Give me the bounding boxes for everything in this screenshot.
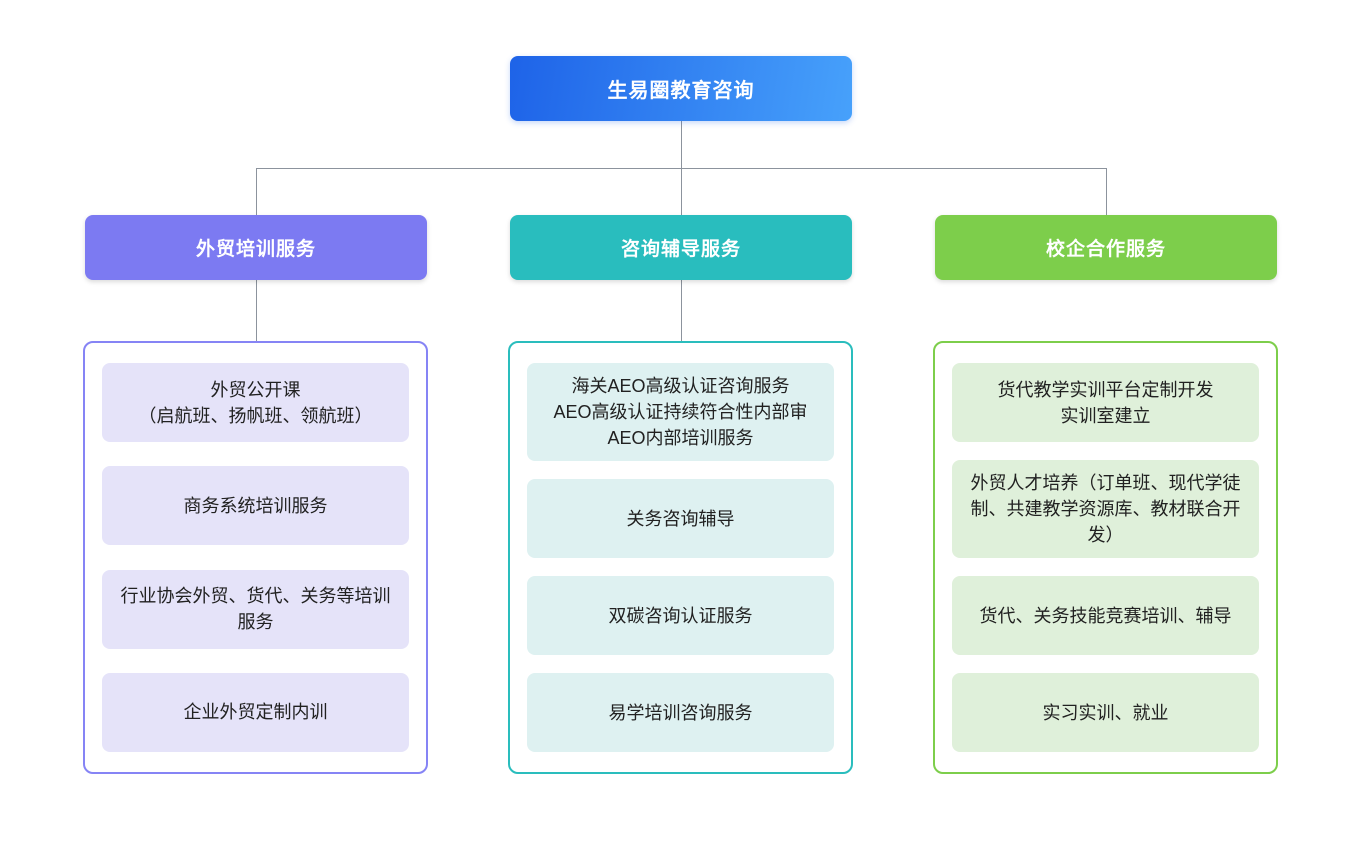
- node-card[interactable]: 商务系统培训服务: [102, 466, 409, 546]
- node-card[interactable]: 企业外贸定制内训: [102, 672, 409, 752]
- node-card[interactable]: 海关AEO高级认证咨询服务 AEO高级认证持续符合性内部审 AEO内部培训服务: [527, 363, 834, 461]
- node-card[interactable]: 双碳咨询认证服务: [527, 576, 834, 655]
- node-card[interactable]: 实习实训、就业: [952, 673, 1259, 752]
- connector-drop-branch-1: [256, 168, 257, 215]
- node-card[interactable]: 行业协会外贸、货代、关务等培训服务: [102, 569, 409, 649]
- branch-container-school-enterprise: 货代教学实训平台定制开发 实训室建立 外贸人才培养（订单班、现代学徒制、共建教学…: [933, 341, 1278, 774]
- branch-header-trade-training[interactable]: 外贸培训服务: [85, 215, 427, 280]
- node-card[interactable]: 货代、关务技能竞赛培训、辅导: [952, 576, 1259, 655]
- node-card[interactable]: 货代教学实训平台定制开发 实训室建立: [952, 363, 1259, 442]
- connector-drop-branch-3: [1106, 168, 1107, 215]
- branch-container-trade-training: 外贸公开课 （启航班、扬帆班、领航班） 商务系统培训服务 行业协会外贸、货代、关…: [83, 341, 428, 774]
- connector-branch-2-children: [681, 280, 682, 341]
- branch-header-school-enterprise[interactable]: 校企合作服务: [935, 215, 1277, 280]
- node-card[interactable]: 关务咨询辅导: [527, 479, 834, 558]
- root-node[interactable]: 生易圈教育咨询: [510, 56, 852, 121]
- node-card[interactable]: 外贸公开课 （启航班、扬帆班、领航班）: [102, 363, 409, 442]
- connector-root-vertical: [681, 121, 682, 168]
- branch-header-consulting-coaching[interactable]: 咨询辅导服务: [510, 215, 852, 280]
- connector-branch-1-children: [256, 280, 257, 341]
- node-card[interactable]: 易学培训咨询服务: [527, 673, 834, 752]
- connector-drop-branch-2: [681, 168, 682, 215]
- node-card[interactable]: 外贸人才培养（订单班、现代学徒制、共建教学资源库、教材联合开发）: [952, 460, 1259, 558]
- branch-container-consulting-coaching: 海关AEO高级认证咨询服务 AEO高级认证持续符合性内部审 AEO内部培训服务 …: [508, 341, 853, 774]
